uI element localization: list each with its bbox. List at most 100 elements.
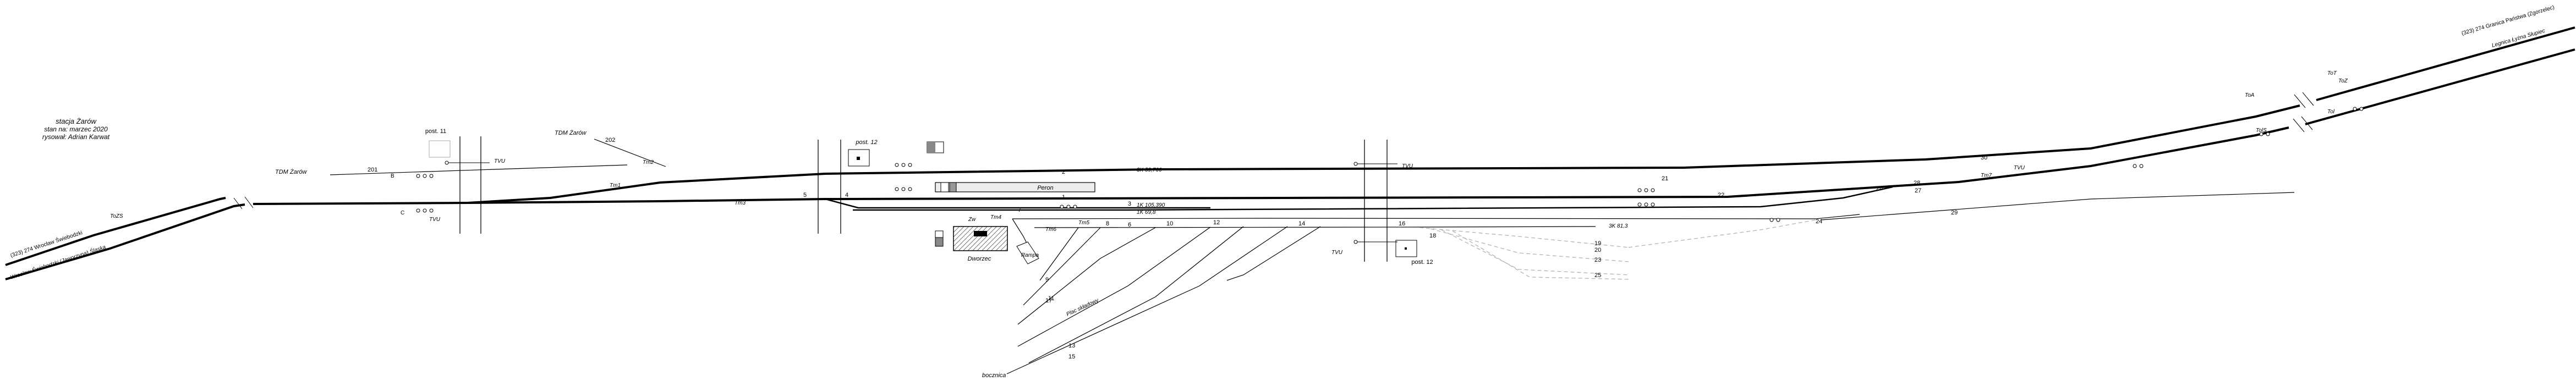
tm5-label: Tm5 — [1078, 220, 1089, 226]
track-label: 23 — [1594, 257, 1601, 263]
station-track-9 — [1034, 226, 1596, 228]
tm1-label: Tm1 — [610, 183, 621, 189]
post-12b-label: post. 12 — [1411, 259, 1433, 266]
track-label: 17 — [1045, 297, 1052, 304]
lamp-m2 — [901, 163, 906, 167]
km-labels: 3K 59,766 1K 105,390 1K 69,8 3K 81,3 — [1137, 167, 1628, 229]
right-signal-labels: ToT ToA Tol ToZ TolS ToZS — [110, 70, 2348, 219]
relay-box-fill — [927, 142, 935, 153]
sig-label: TolS — [2256, 128, 2267, 134]
lamp-r8 — [1776, 218, 1780, 222]
siding-21 — [1226, 226, 1321, 281]
track-29 — [1821, 192, 2295, 220]
lamp-m3 — [908, 163, 912, 167]
bocznica-label: bocznica — [982, 372, 1006, 379]
signal-lamp — [445, 161, 449, 165]
lamp-r1 — [1637, 188, 1642, 192]
building-label: Dworzec — [968, 256, 991, 262]
station-track-7 — [1012, 214, 1860, 219]
lamp-1 — [416, 174, 420, 178]
tdm-upper: TDM Żarów — [555, 130, 587, 136]
platform — [935, 182, 1095, 192]
lamp-6 — [429, 208, 434, 213]
lamp-m6 — [908, 187, 912, 191]
ramp — [1016, 241, 1039, 264]
track-label: 24 — [1816, 218, 1822, 225]
track-label: 20 — [1594, 247, 1601, 253]
ramp-box-2 — [935, 230, 944, 238]
grey-siding-3 — [1441, 229, 1629, 275]
lamp-r2 — [1644, 188, 1648, 192]
tvu-left: TVU — [429, 217, 441, 223]
siding-17 — [1023, 227, 1101, 306]
track-label: 7 — [1018, 207, 1021, 213]
lamp-m1 — [895, 163, 899, 167]
break-mark-right — [2294, 92, 2314, 108]
lamp-r14 — [2359, 107, 2364, 111]
post-12b-dot — [1405, 247, 1407, 250]
track-label: 4 — [845, 192, 848, 198]
branch-tracks — [330, 139, 1816, 374]
signals: TVU TVU B C Tm1 Tm2 Tm3 Tm4 Tm5 Tm6 Zw T… — [391, 107, 2364, 256]
tvu-top: TVU — [494, 158, 506, 164]
line-labels: (323) 274 Wrocław Świebodzki Wrocław Świ… — [9, 4, 2555, 281]
platform-label: Peron — [1037, 185, 1053, 191]
lamp-r10 — [2139, 164, 2144, 168]
grey-siding-1 — [1419, 227, 1629, 248]
lamp-r4 — [1637, 202, 1642, 207]
signal-lamp-mid — [1353, 162, 1358, 166]
station-building — [953, 226, 1008, 251]
grey-siding-5 — [1628, 219, 1816, 248]
header: stacja Żarów stan na: marzec 2020 rysowa… — [42, 117, 110, 141]
lamp-m9 — [1073, 205, 1077, 209]
track-label: 21 — [1662, 175, 1668, 182]
track-numbers: 1 2 3 4 5 6 7 8 9 10 11 12 13 14 15 16 1… — [368, 137, 1987, 360]
tvu-mid: TVU — [1402, 163, 1413, 169]
author: rysował: Adrian Karwat — [42, 133, 110, 141]
track-label: 1 — [1062, 194, 1065, 201]
track-label: 6 — [1128, 222, 1131, 228]
lamp-r11 — [2259, 132, 2263, 136]
station-track-5 — [825, 198, 1210, 209]
track-label: 11 — [1048, 295, 1054, 302]
siding-plac — [1017, 227, 1156, 325]
portals — [459, 136, 1388, 262]
siding-13 — [1017, 227, 1211, 347]
track-label: 5 — [803, 192, 807, 198]
main-track-1 — [467, 126, 2289, 204]
sig-label: ToZ — [2338, 78, 2348, 84]
track-right-lower — [2305, 48, 2575, 125]
zw-label: Zw — [968, 217, 976, 223]
track-label: 202 — [605, 137, 615, 143]
place-labels: TDM Żarów TDM Żarów Plac składowy boczni… — [275, 130, 1100, 379]
track-label: 14 — [1298, 220, 1305, 227]
track-label: 29 — [1951, 209, 1958, 216]
track-label: 13 — [1068, 343, 1075, 349]
tvu-lower: TVU — [1331, 250, 1343, 256]
siding-15 — [1028, 226, 1244, 363]
post-12-label: post. 12 — [855, 139, 877, 146]
km-label: 1K 69,8 — [1137, 209, 1156, 216]
track-label: 3 — [1128, 201, 1131, 207]
sig-b-label: B — [391, 173, 394, 179]
siding-bocznica — [1006, 226, 1288, 374]
siding-5 — [1039, 227, 1079, 281]
lamp-r7 — [1769, 218, 1774, 222]
track-label: 18 — [1429, 233, 1436, 239]
station-track-3 — [853, 186, 1893, 211]
sig-label: ToT — [2327, 70, 2337, 76]
track-label: 12 — [1213, 219, 1220, 226]
lamp-m5 — [901, 187, 906, 191]
platform-area: Peron Dworzec Rampa post. 12 post. 11 po… — [425, 128, 1433, 266]
track-left-lower-2 — [253, 202, 468, 205]
km-label: 1K 105,390 — [1137, 202, 1165, 208]
sig-label: ToA — [2245, 92, 2255, 98]
track-label: 201 — [368, 167, 377, 173]
track-label: 9 — [1045, 277, 1049, 283]
plac-label: Plac składowy — [1066, 297, 1100, 318]
post-11-label: post. 11 — [425, 128, 446, 135]
track-label: 15 — [1068, 354, 1075, 360]
km-label: 3K 81,3 — [1609, 223, 1628, 229]
lamp-5 — [423, 208, 427, 213]
